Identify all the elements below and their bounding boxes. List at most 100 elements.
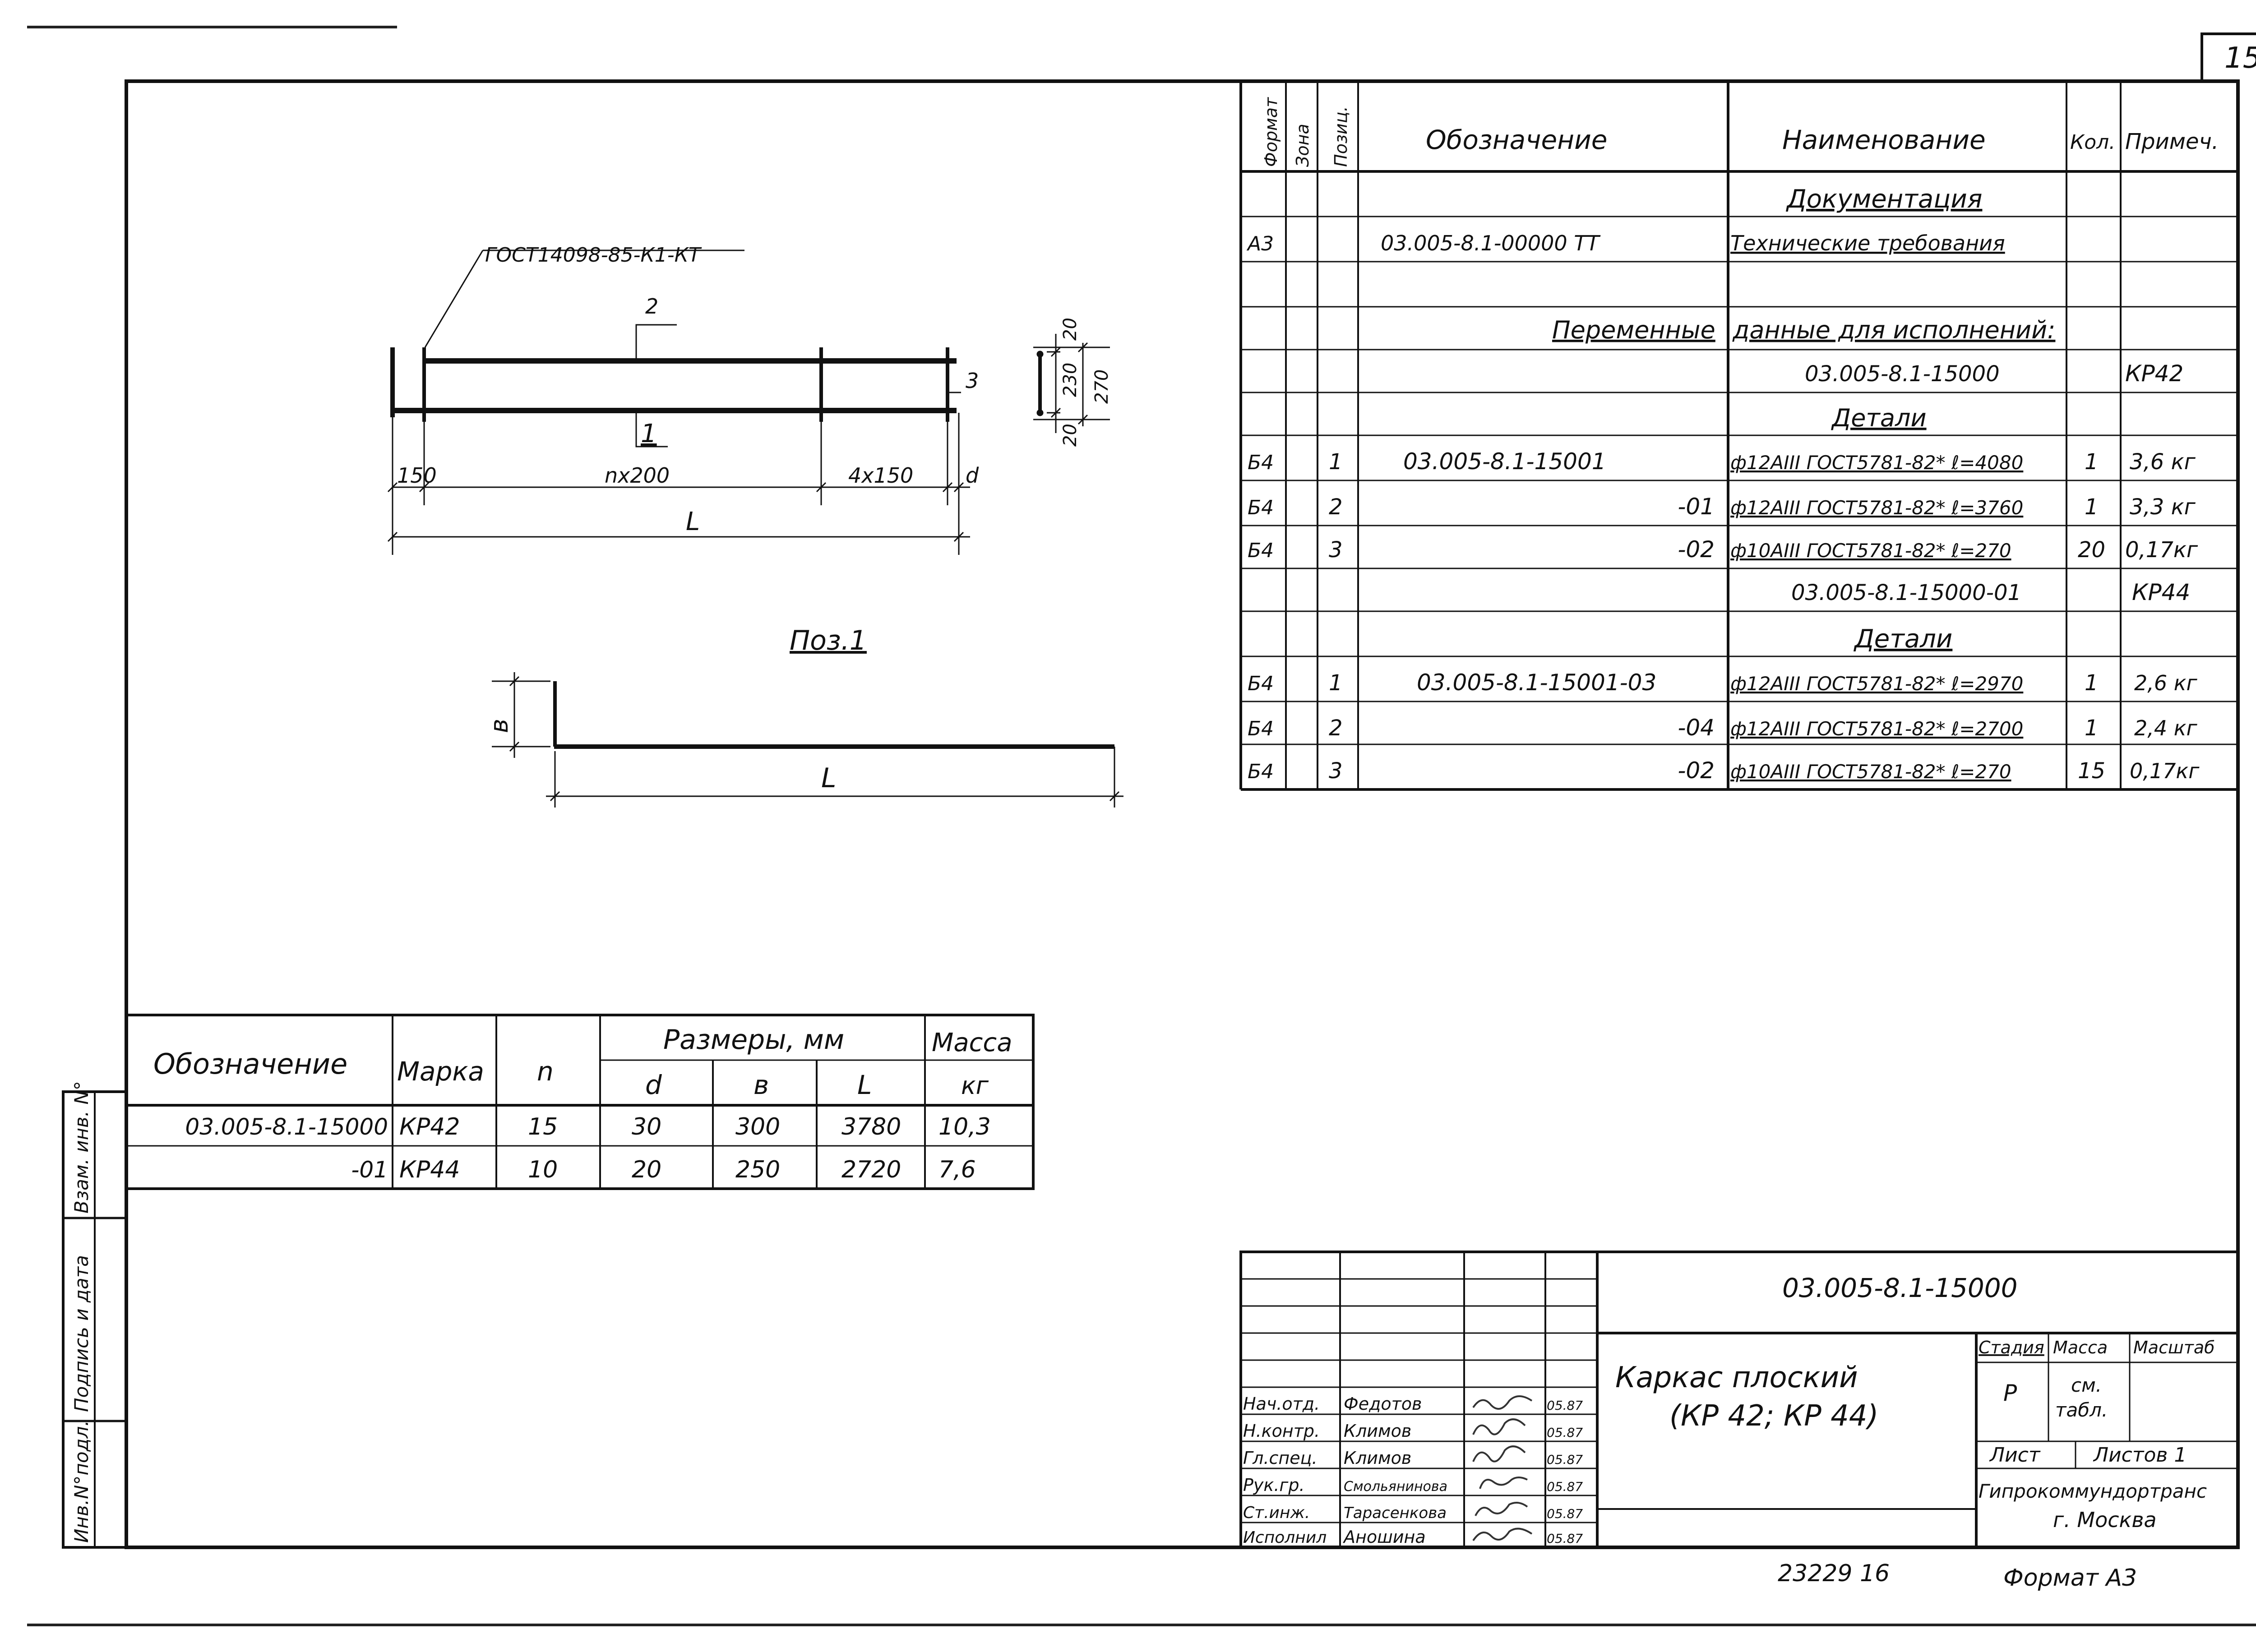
dim-nx200: nx200: [605, 463, 670, 488]
signatures: [1472, 1395, 1533, 1541]
dims-r1-mark: КР42: [399, 1113, 460, 1140]
r3-pos: 3: [1329, 537, 1343, 563]
dims-r2-b: 250: [735, 1156, 780, 1183]
title-org-line-2: г. Москва: [2053, 1508, 2157, 1532]
r2-designation: -01: [1678, 494, 1715, 520]
spec-section-parts-2: Детали: [1853, 624, 1952, 654]
dims-header-n: n: [537, 1056, 554, 1087]
r6-format: Б4: [1248, 760, 1274, 783]
r2-qty: 1: [2085, 494, 2099, 520]
r5-format: Б4: [1248, 717, 1274, 740]
r5-note: 2,4 кг: [2134, 716, 2198, 740]
dims-r2-n: 10: [528, 1156, 558, 1183]
r5-qty: 1: [2085, 715, 2099, 741]
r3-qty: 20: [2078, 537, 2105, 563]
dim-4x150: 4x150: [848, 463, 913, 488]
signer-date-1: 05.87: [1547, 1398, 1583, 1413]
dims-header-mass: Масса: [932, 1028, 1012, 1057]
dims-header-b: в: [754, 1070, 769, 1100]
signer-role-1: Нач.отд.: [1243, 1394, 1320, 1414]
signer-role-6: Исполнил: [1243, 1528, 1327, 1547]
dims-r1-b: 300: [735, 1113, 780, 1140]
dims-r1-d: 30: [632, 1113, 661, 1140]
var2-name: 03.005-8.1-15000-01: [1791, 580, 2021, 605]
format-label: Формат А3: [2003, 1564, 2137, 1592]
page-number: 15: [2224, 42, 2256, 75]
side-sign-date: Подпись и дата: [70, 1255, 92, 1412]
var1-name: 03.005-8.1-15000: [1805, 361, 2000, 387]
signer-name-4: Смольянинова: [1344, 1479, 1447, 1495]
doc-row-designation: 03.005-8.1-00000 ТТ: [1381, 231, 1601, 255]
r3-note: 0,17кг: [2125, 537, 2198, 563]
signer-date-3: 05.87: [1547, 1452, 1583, 1467]
r1-name: ф12АIII ГОСТ5781-82* ℓ=4080: [1730, 452, 2023, 474]
title-mass-value-1: см.: [2071, 1374, 2102, 1396]
spec-table-grid: [1239, 81, 2239, 791]
dims-table-grid: [125, 1014, 1035, 1190]
dims-r2-mark: КР44: [399, 1156, 460, 1183]
title-sheets-label: Листов 1: [2093, 1444, 2187, 1467]
pos-label-3: 3: [966, 369, 979, 393]
signer-name-3: Климов: [1344, 1448, 1411, 1468]
side-vzam: Взам. инв. N°: [70, 1081, 92, 1214]
var1-note: КР42: [2125, 360, 2183, 387]
title-mass-label: Масса: [2053, 1338, 2108, 1357]
signature-3: [1472, 1445, 1526, 1463]
r6-qty: 15: [2078, 758, 2105, 784]
r1-format: Б4: [1248, 451, 1274, 474]
dims-header-mark: Марка: [397, 1056, 484, 1087]
r2-format: Б4: [1248, 496, 1274, 519]
r5-designation: -04: [1678, 715, 1715, 741]
doc-row-name: Технические требования: [1730, 231, 2005, 255]
spec-header-zone: Зона: [1293, 124, 1313, 167]
signature-5: [1475, 1502, 1528, 1516]
signature-6: [1472, 1527, 1533, 1541]
spec-rows-2: Б4 1 03.005-8.1-15001-03 ф12АIII ГОСТ578…: [1248, 669, 2200, 784]
gost-callout: ГОСТ14098-85-К1-КТ: [485, 244, 702, 267]
pos1-detail: [492, 672, 1123, 808]
side-inv-podl: Инв.N°подл.: [70, 1420, 92, 1543]
r6-designation: -02: [1678, 757, 1715, 784]
r2-name: ф12АIII ГОСТ5781-82* ℓ=3760: [1730, 497, 2023, 519]
signers: Нач.отд. Федотов 05.87 Н.контр. Климов 0…: [1243, 1394, 1583, 1547]
dims-r2-L: 2720: [841, 1156, 901, 1183]
r5-pos: 2: [1329, 715, 1343, 741]
title-sheet-label: Лист: [1989, 1444, 2041, 1467]
spec-header-qty: Кол.: [2070, 131, 2115, 154]
pos-label-2: 2: [645, 294, 658, 318]
signer-name-2: Климов: [1344, 1421, 1411, 1441]
r4-qty: 1: [2085, 670, 2099, 696]
r4-designation: 03.005-8.1-15001-03: [1417, 669, 1656, 696]
title-line-1: Каркас плоский: [1615, 1361, 1858, 1394]
signature-4: [1479, 1477, 1528, 1489]
signer-date-4: 05.87: [1547, 1479, 1583, 1494]
dims-r1-designation: 03.005-8.1-15000: [185, 1114, 388, 1140]
title-block-grid: [1239, 1251, 2239, 1549]
signer-role-5: Ст.инж.: [1243, 1504, 1310, 1522]
dims-r2-mass: 7,6: [938, 1156, 976, 1183]
dim-d: d: [966, 463, 979, 488]
dims-r2-d: 20: [632, 1156, 661, 1183]
doc-row-format: А3: [1246, 232, 1274, 255]
dims-header-L: L: [857, 1070, 872, 1100]
r4-pos: 1: [1329, 670, 1343, 696]
dims-r1-L: 3780: [841, 1113, 901, 1140]
r3-name: ф10АIII ГОСТ5781-82* ℓ=270: [1730, 540, 2011, 562]
spec-header-designation: Обозначение: [1426, 125, 1607, 155]
title-line-2: (КР 42; КР 44): [1669, 1399, 1878, 1433]
r1-designation: 03.005-8.1-15001: [1403, 448, 1606, 475]
frame-elevation: [387, 249, 970, 555]
r6-note: 0,17кг: [2130, 759, 2200, 783]
dim-L: L: [686, 507, 700, 536]
spec-variable-b: данные для исполнений:: [1732, 316, 2055, 344]
main-frame: [125, 79, 2240, 1549]
title-org-line-1: Гипрокоммундортранс: [1979, 1480, 2207, 1502]
r6-name: ф10АIII ГОСТ5781-82* ℓ=270: [1730, 761, 2011, 783]
pos1-title: Поз.1: [790, 625, 867, 656]
signature-1: [1472, 1395, 1533, 1410]
dim-230: 230: [1060, 363, 1081, 397]
signer-name-6: Аношина: [1342, 1527, 1426, 1547]
signature-2: [1472, 1418, 1526, 1435]
r4-name: ф12АIII ГОСТ5781-82* ℓ=2970: [1730, 673, 2023, 695]
